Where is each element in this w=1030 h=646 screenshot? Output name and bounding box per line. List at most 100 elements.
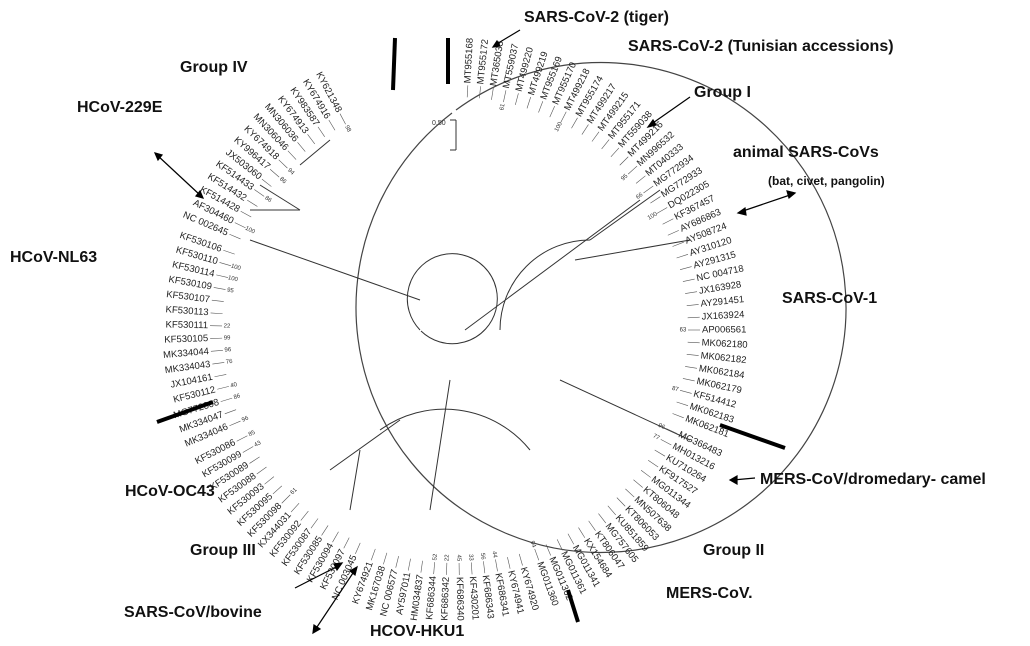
leaf-tick <box>625 489 634 497</box>
leaf-tick <box>225 410 236 414</box>
leaf-tick <box>636 176 645 184</box>
branch-oc43 <box>330 420 400 470</box>
label-group-1: Group I <box>694 84 751 101</box>
bootstrap-value: 99 <box>224 335 232 341</box>
bootstrap-value: 33 <box>467 554 473 562</box>
leaf-tick <box>471 562 472 574</box>
leaf-tick <box>680 390 692 393</box>
leaf-tick <box>568 534 574 544</box>
leaf-tick <box>633 480 642 488</box>
leaf-tick <box>223 250 234 254</box>
leaf-tick <box>408 559 410 571</box>
leaf-tick <box>250 457 260 464</box>
leaf-tick <box>383 553 387 564</box>
leaf-tick <box>212 300 224 301</box>
bootstrap-value: 40 <box>230 382 239 390</box>
leaf-tick <box>644 186 654 193</box>
leaf-tick <box>355 543 360 554</box>
leaf-tick <box>257 467 267 474</box>
branch-hku1 <box>430 380 450 510</box>
separator-mers-camel <box>720 425 785 448</box>
leaf-tick <box>219 262 231 265</box>
leaf-tick <box>561 112 566 123</box>
leaf-tick <box>243 447 253 453</box>
arrow-tiger <box>495 30 520 45</box>
leaf-tick <box>503 90 505 102</box>
leaf-tick <box>479 86 480 98</box>
leaf-label: AP006561 <box>702 325 746 336</box>
leaf-label: MK062180 <box>701 337 747 350</box>
leaf-tick <box>273 486 282 494</box>
bootstrap-value: 22 <box>224 324 231 330</box>
label-hcov-229e: HCoV-229E <box>77 99 163 116</box>
leaf-tick <box>535 549 539 560</box>
leaf-tick <box>396 556 399 568</box>
leaf-tick <box>578 528 584 538</box>
leaf-tick <box>687 354 699 355</box>
leaf-label: AY291451 <box>700 294 745 310</box>
leaf-tick <box>657 208 667 214</box>
leaf-label: KF686342 <box>439 577 452 621</box>
bootstrap-value: 43 <box>253 440 262 449</box>
leaf-tick <box>628 166 637 174</box>
leaf-label: KF430201 <box>467 576 481 621</box>
leaf-tick <box>550 106 555 117</box>
leaf-tick <box>491 88 493 100</box>
leaf-tick <box>434 562 435 574</box>
branch-root-g1 <box>465 200 640 330</box>
leaf-tick <box>211 313 223 314</box>
bootstrap-value: 95 <box>227 287 235 294</box>
leaf-tick <box>589 521 596 531</box>
leaf-tick <box>237 436 248 441</box>
bootstrap-value: 96 <box>657 423 666 432</box>
leaf-tick <box>318 127 325 137</box>
label-animal-sars: animal SARS-CoVs <box>733 144 879 161</box>
leaf-tick <box>661 439 672 445</box>
scale-bar-label: 0.50 <box>432 120 446 127</box>
leaf-tick <box>333 532 339 542</box>
leaf-tick <box>538 101 542 112</box>
leaf-tick <box>515 93 518 105</box>
bootstrap-value: 56 <box>479 553 486 561</box>
tree-branches <box>250 62 846 552</box>
leaf-tick <box>270 169 279 177</box>
bootstrap-value: 94 <box>528 540 536 549</box>
leaf-tick <box>311 519 318 529</box>
leaf-tick <box>680 267 692 270</box>
bootstrap-value: 44 <box>490 551 497 559</box>
label-sars-cov2-tiger: SARS-CoV-2 (tiger) <box>524 9 669 26</box>
leaf-tick <box>291 503 299 512</box>
leaf-tick <box>288 151 296 160</box>
leaf-tick <box>279 160 288 168</box>
bootstrap-value: 52 <box>432 553 439 561</box>
leaf-tick <box>507 557 510 569</box>
leaf-label: MK334044 <box>163 346 210 361</box>
leaf-tick <box>683 378 695 380</box>
leaf-tick <box>282 495 290 503</box>
branch-g4 <box>300 140 330 165</box>
leaf-label: KF686343 <box>480 574 496 619</box>
label-group-2: Group II <box>703 542 764 559</box>
bootstrap-value: 66 <box>635 192 644 201</box>
bootstrap-value: 76 <box>226 359 234 366</box>
leaf-tick <box>467 85 468 97</box>
leaf-tick <box>608 506 616 515</box>
leaf-tick <box>687 304 699 305</box>
leaf-tick <box>301 511 309 520</box>
leaf-tick <box>329 120 335 130</box>
arrow-229e <box>157 155 200 195</box>
leaf-tick <box>668 230 679 235</box>
leaf-tick <box>527 97 531 108</box>
leaf-tick <box>688 317 700 318</box>
label-hcov-hku1: HCOV-HKU1 <box>370 623 464 640</box>
label-mers: MERS-CoV. <box>666 585 753 602</box>
bootstrap-value: 96 <box>224 347 232 354</box>
bootstrap-value: 63 <box>680 328 687 334</box>
leaf-tick <box>519 554 522 566</box>
leaf-label: KF686340 <box>454 577 466 621</box>
bootstrap-value: 100 <box>227 275 239 283</box>
bootstrap-value: 85 <box>248 430 257 439</box>
leaf-tick <box>241 211 251 217</box>
bootstrap-value: 77 <box>652 433 661 442</box>
